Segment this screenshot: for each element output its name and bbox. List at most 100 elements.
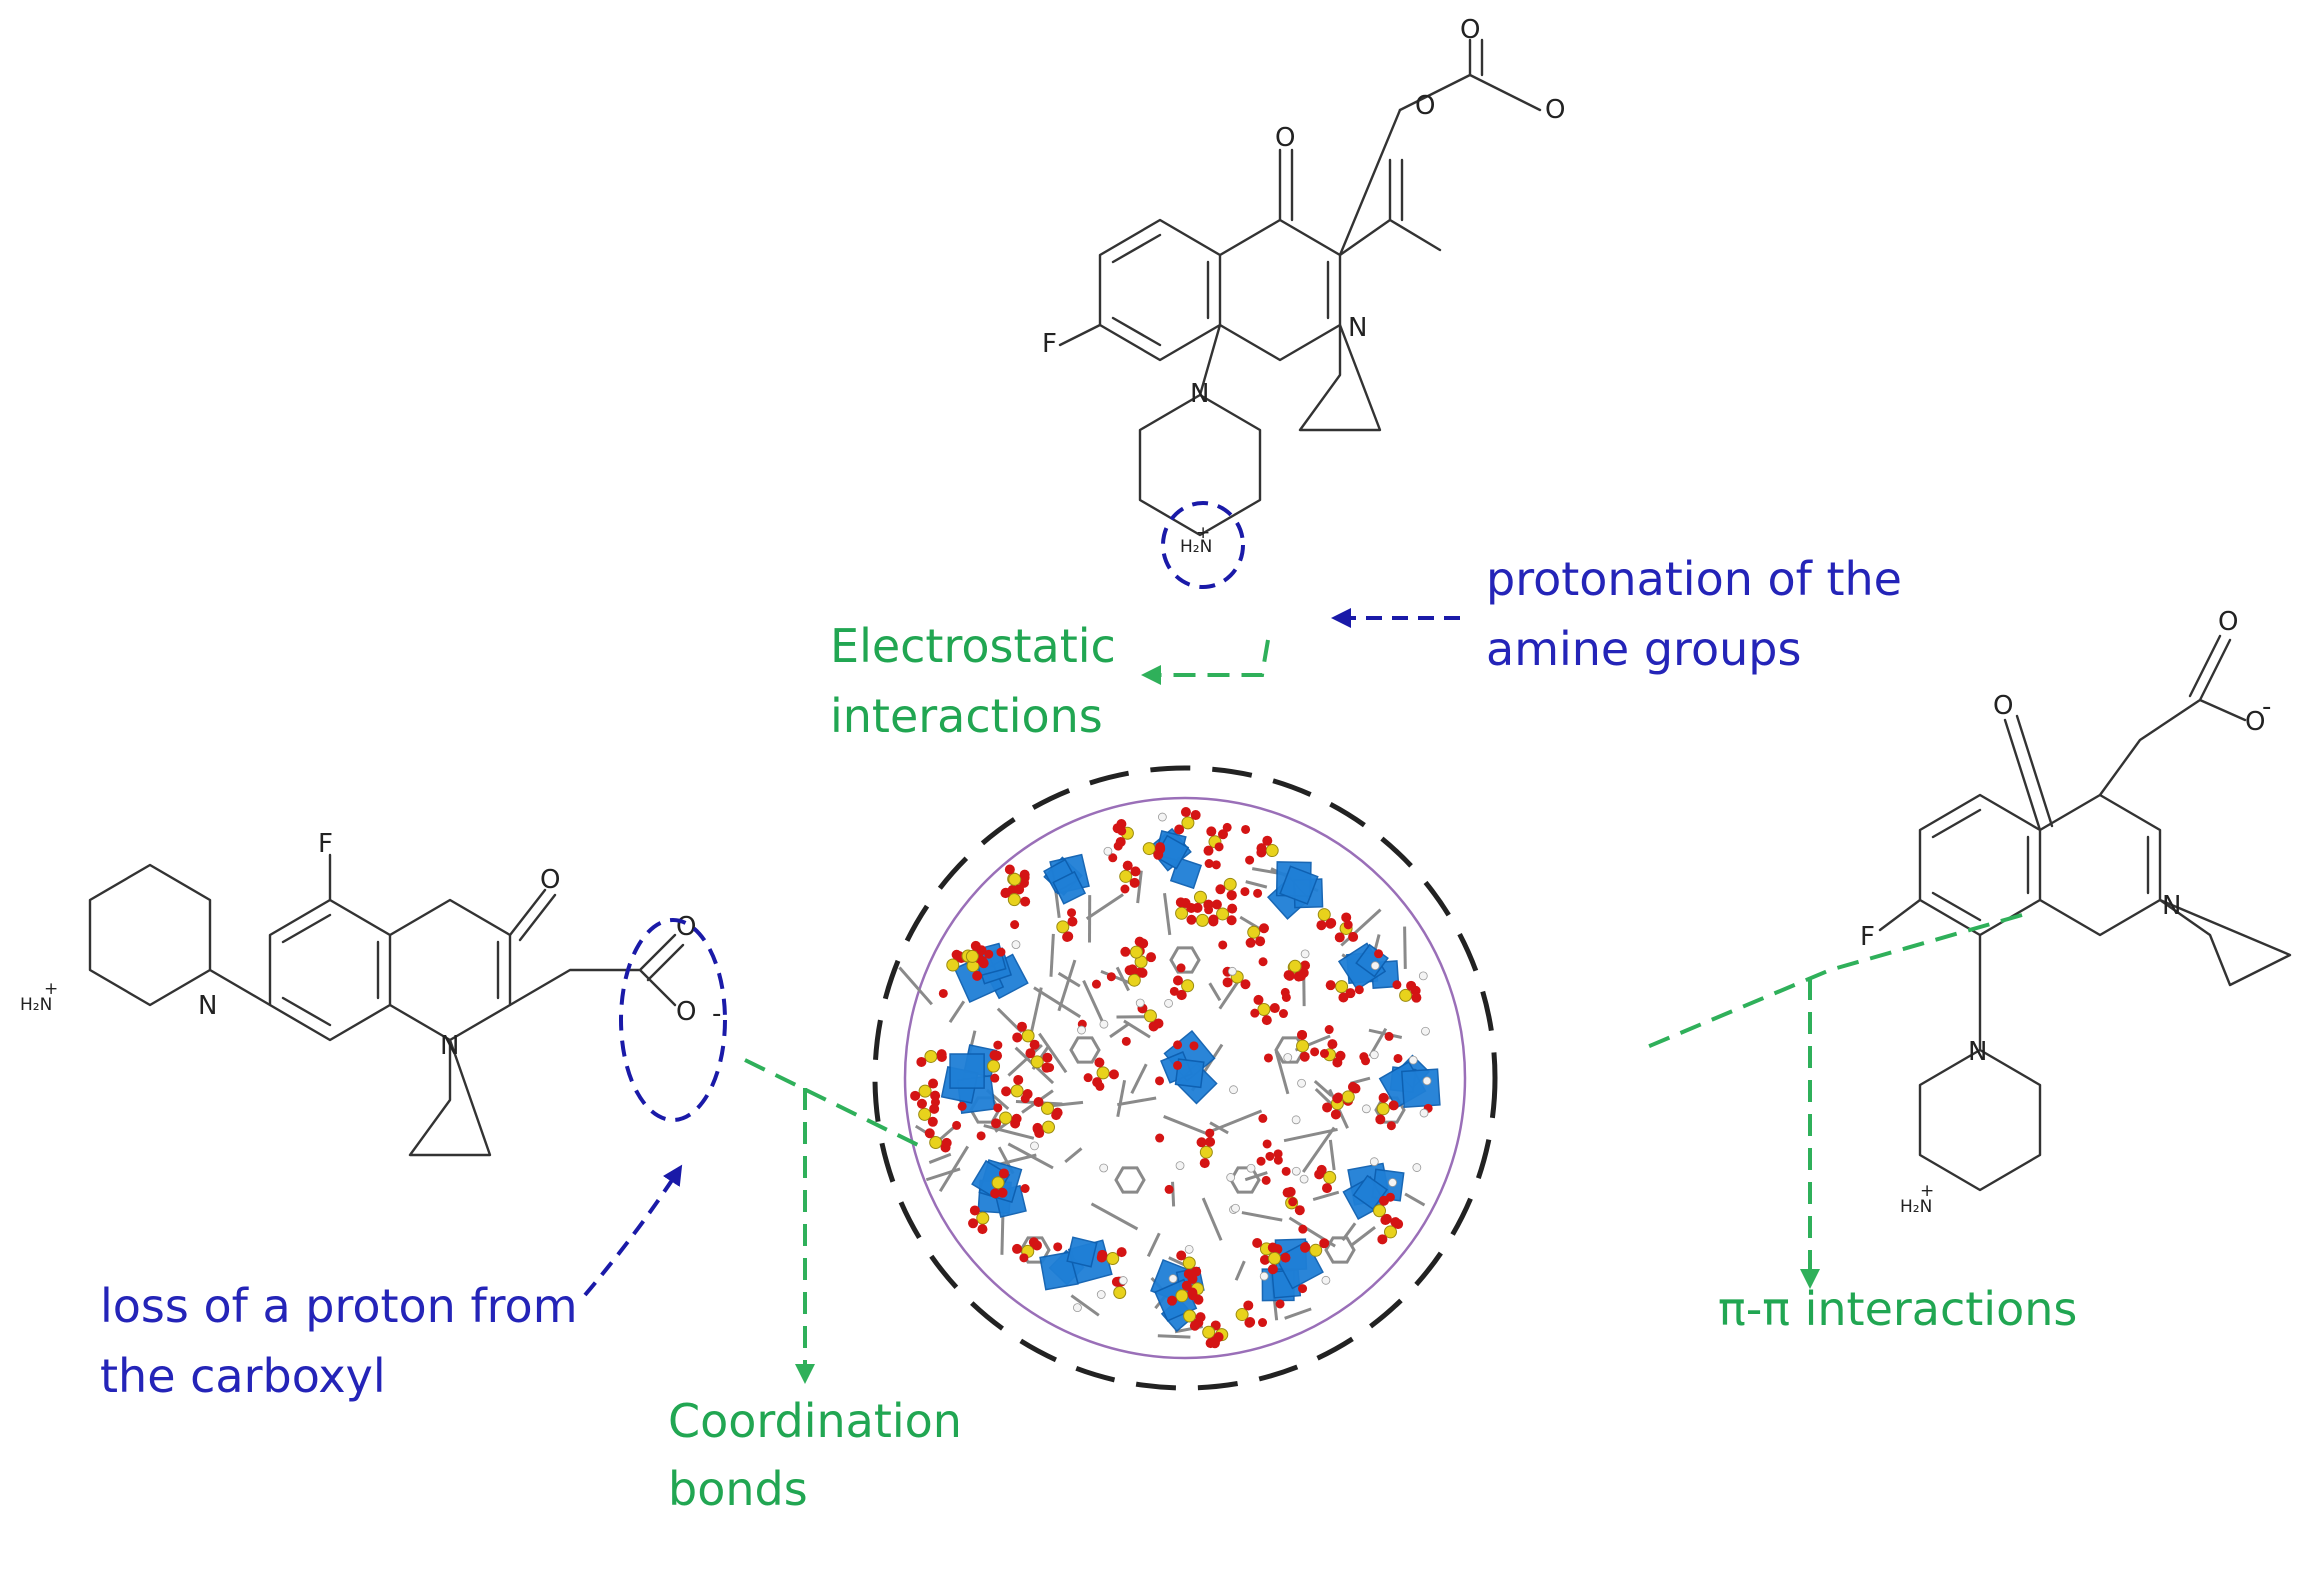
sulfur-atom (1335, 980, 1349, 994)
hydrogen-atom (1135, 998, 1145, 1008)
linker-bond (898, 966, 933, 1006)
atom-ammonium-top: H₂N (1180, 537, 1212, 557)
oxygen-atom (1174, 824, 1185, 835)
aromatic-linker (1069, 1036, 1101, 1064)
oxygen-atom (1381, 1213, 1392, 1224)
sulfur-atom (1223, 877, 1237, 891)
oxygen-atom (957, 1101, 967, 1111)
oxygen-atom (1108, 1069, 1119, 1080)
coordination-label-line2: bonds (668, 1462, 808, 1516)
oxygen-atom (1347, 1081, 1358, 1092)
sulfur-atom (1041, 1120, 1055, 1134)
metal-polyhedron (949, 1053, 985, 1089)
linker-bond (938, 1145, 970, 1193)
oxygen-atom (1375, 1114, 1386, 1125)
oxygen-atom (1130, 866, 1141, 877)
sulfur-atom (1341, 1090, 1355, 1104)
oxygen-atom (1280, 987, 1290, 997)
oxygen-atom (1120, 946, 1131, 957)
molecule-right (1878, 634, 2292, 1192)
hydrogen-atom (1321, 1275, 1331, 1285)
oxygen-atom (930, 1090, 941, 1101)
oxygen-atom (927, 1116, 938, 1127)
oxygen-atom (1029, 1039, 1040, 1050)
hydrogen-atom (1096, 1290, 1106, 1299)
linker-bond (925, 1167, 961, 1182)
aromatic-linker (1274, 1036, 1306, 1064)
hydrogen-atom (1388, 1178, 1397, 1187)
oxygen-atom (1117, 826, 1127, 836)
oxygen-atom (1269, 1003, 1280, 1014)
oxygen-atom (1204, 905, 1214, 915)
linker-bond (1116, 1079, 1127, 1118)
oxygen-atom (1258, 923, 1269, 934)
atom-nitrogen-right-2: N (1968, 1037, 1987, 1067)
sulfur-atom (1268, 1251, 1282, 1265)
oxygen-atom (1153, 849, 1164, 860)
oxygen-atom (1324, 1025, 1334, 1035)
oxygen-atom (936, 1051, 947, 1062)
sulfur-atom (1373, 1204, 1387, 1218)
linker-bond (1007, 1043, 1043, 1077)
oxygen-atom (997, 1187, 1008, 1198)
aromatic-linker (1229, 1166, 1261, 1194)
protonation-label-line2: amine groups (1486, 622, 1801, 676)
oxygen-atom (1137, 967, 1148, 978)
sulfur-atom (1296, 1039, 1310, 1053)
sulfur-atom (1195, 913, 1209, 927)
atom-oxygen-top-3: O (1545, 95, 1565, 125)
hydrogen-atom (1099, 1019, 1109, 1029)
linker-bond (1163, 893, 1172, 936)
oxygen-atom (1203, 845, 1214, 856)
oxygen-atom (1273, 1149, 1283, 1159)
oxygen-atom (996, 947, 1006, 957)
atom-ammonium-right: H₂N (1900, 1197, 1932, 1217)
aromatic-linker (1114, 1166, 1146, 1194)
oxygen-atom (924, 1128, 935, 1139)
oxygen-atom (1263, 1053, 1273, 1063)
oxygen-atom (1211, 899, 1222, 910)
protonation-highlight (1161, 501, 1245, 589)
hydrogen-atom (1418, 971, 1428, 981)
oxygen-atom (1108, 853, 1118, 863)
oxygen-atom (1217, 829, 1228, 840)
linker-bond (1049, 933, 1055, 977)
oxygen-atom (1222, 977, 1233, 988)
oxygen-atom (972, 970, 983, 981)
oxygen-atom (1273, 1155, 1283, 1165)
hydrogen-atom (1168, 1274, 1178, 1284)
sulfur-atom (999, 1111, 1013, 1125)
sulfur-atom (1175, 1289, 1189, 1303)
oxygen-atom (1262, 835, 1273, 846)
oxygen-atom (1095, 1081, 1105, 1091)
oxygen-atom (1385, 1192, 1395, 1202)
sulfur-atom (1010, 1084, 1024, 1098)
oxygen-atom (1322, 1102, 1333, 1113)
linker-bond (1157, 1334, 1191, 1339)
oxygen-atom (1208, 916, 1219, 927)
oxygen-atom (1012, 1032, 1023, 1043)
hydrogen-atom (1229, 1085, 1238, 1095)
atom-charge-left: - (712, 999, 721, 1029)
linker-bond (1064, 1147, 1083, 1164)
oxygen-atom (993, 1103, 1003, 1113)
linker-bond (983, 1124, 1035, 1140)
oxygen-atom (1019, 1253, 1029, 1263)
oxygen-atom (1325, 980, 1336, 991)
hydrogen-atom (1077, 1025, 1086, 1035)
oxygen-atom (1195, 1312, 1206, 1323)
oxygen-atom (1173, 1040, 1183, 1050)
sulfur-atom (1247, 925, 1261, 939)
oxygen-atom (1341, 912, 1352, 923)
oxygen-atom (1215, 884, 1226, 895)
electrostatic-label-line2: interactions (830, 689, 1103, 743)
oxygen-atom (1227, 903, 1238, 914)
oxygen-atom (1096, 1252, 1107, 1263)
sulfur-atom (1008, 872, 1022, 886)
oxygen-atom (993, 1040, 1003, 1050)
oxygen-atom (1377, 1234, 1388, 1245)
oxygen-atom (1298, 1284, 1308, 1294)
oxygen-atom (1314, 1169, 1325, 1180)
oxygen-atom (1267, 1242, 1278, 1253)
linker-bond (1082, 979, 1104, 1022)
